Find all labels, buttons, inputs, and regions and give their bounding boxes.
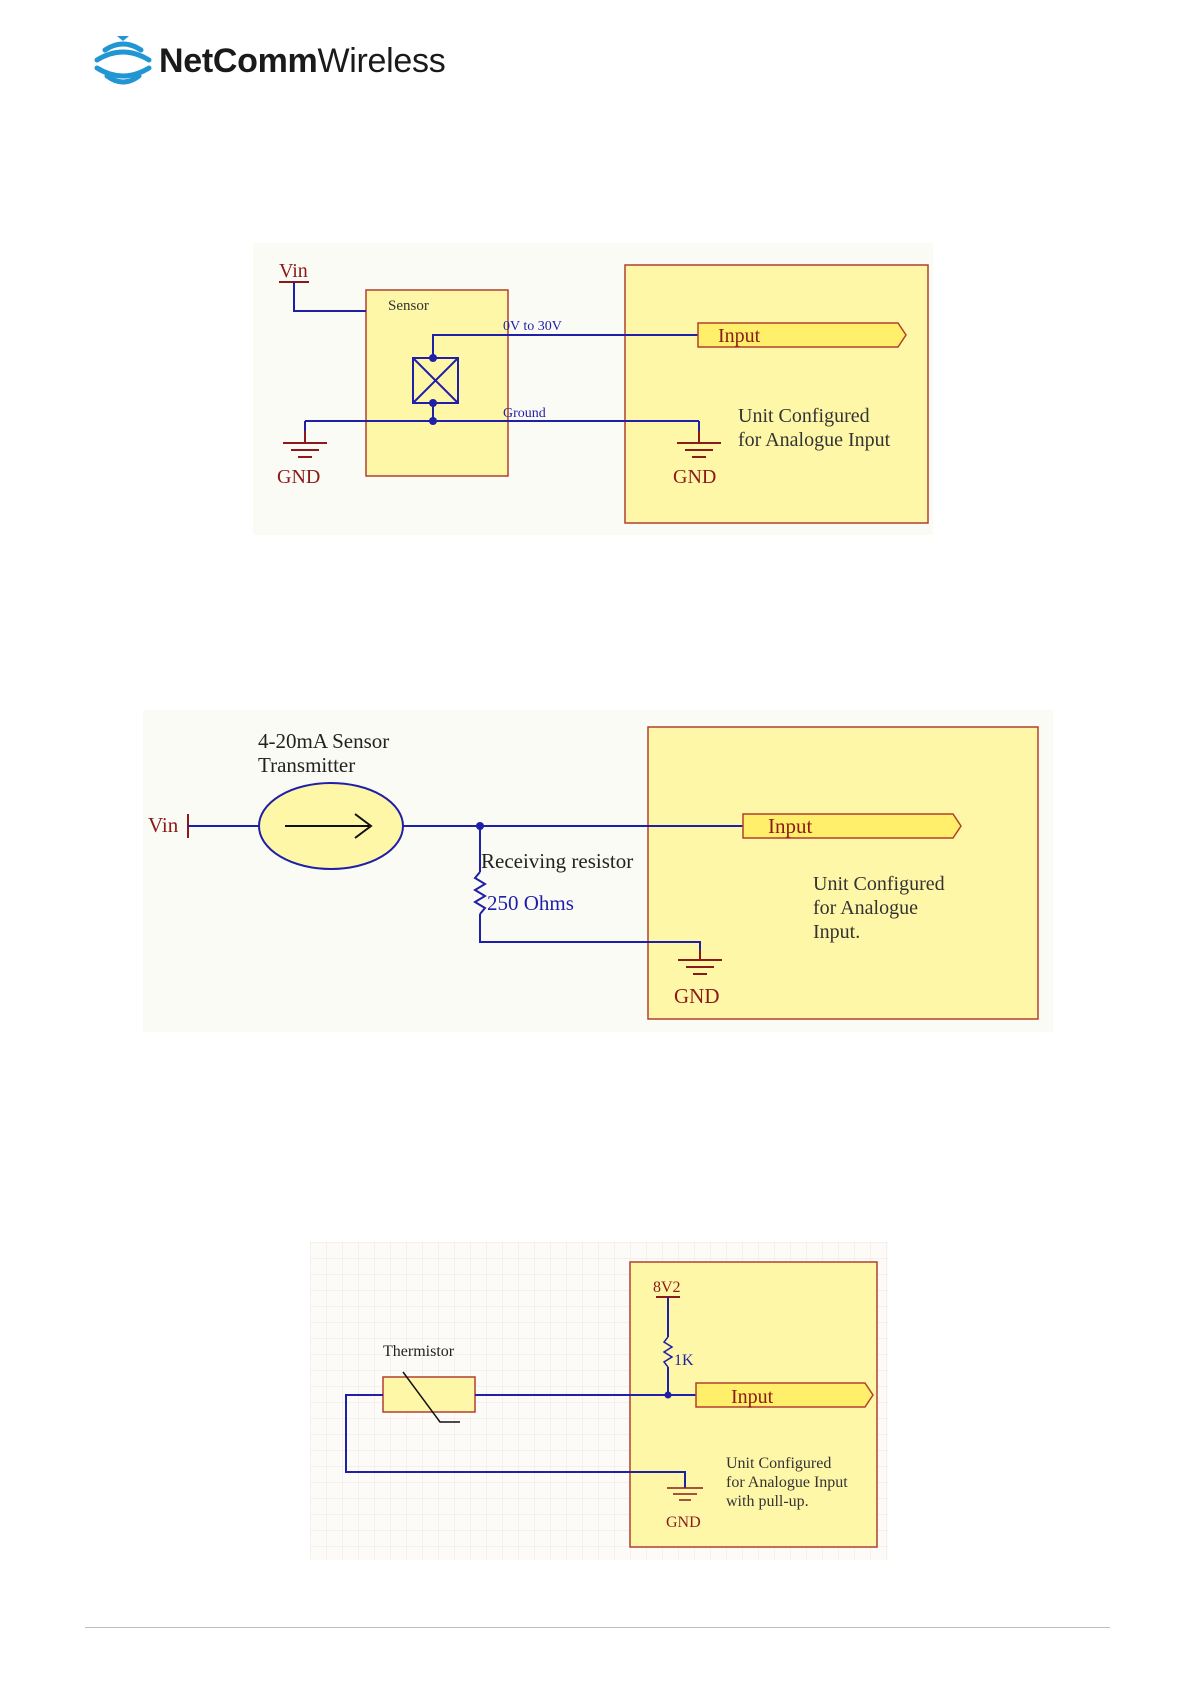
unit-line1: Unit Configured xyxy=(813,873,945,895)
brand-name-bold: NetComm xyxy=(159,42,317,80)
input-port xyxy=(696,1383,873,1407)
signal-label: 0V to 30V xyxy=(503,319,562,334)
gnd-label: GND xyxy=(666,1514,701,1531)
brand-name-regular: Wireless xyxy=(317,42,445,80)
gnd-right-label: GND xyxy=(673,466,716,488)
diagram-current-loop-sensor: 4-20mA Sensor Transmitter Vin Receiving … xyxy=(143,710,1053,1032)
vin-label: Vin xyxy=(279,260,308,282)
ground-label: Ground xyxy=(503,406,546,421)
wifi-arc-logo-icon xyxy=(93,34,153,88)
junction-dot xyxy=(665,1392,672,1399)
input-label: Input xyxy=(731,1386,774,1408)
sensor-title-line1: 4-20mA Sensor xyxy=(258,729,389,753)
unit-line1: Unit Configured xyxy=(726,1455,831,1472)
sensor-label: Sensor xyxy=(388,298,429,314)
diagram-voltage-sensor: Sensor Vin 0V to 30V Ground GND xyxy=(253,243,933,535)
gnd-left-label: GND xyxy=(277,466,320,488)
footer-divider xyxy=(85,1627,1110,1628)
unit-line1: Unit Configured xyxy=(738,405,870,427)
vin-label: Vin xyxy=(148,813,179,837)
input-label: Input xyxy=(718,325,761,347)
unit-line3: with pull-up. xyxy=(726,1493,809,1510)
diagram-thermistor: Thermistor 8V2 1K GND Input Unit Configu… xyxy=(310,1242,888,1560)
unit-line2: for Analogue Input xyxy=(726,1474,848,1491)
resistor-label: Receiving resistor xyxy=(481,849,633,873)
unit-line2: for Analogue xyxy=(813,897,918,919)
netcomm-wireless-logo: NetCommWireless xyxy=(93,34,473,88)
thermistor-label: Thermistor xyxy=(383,1343,455,1360)
resistor-value: 250 Ohms xyxy=(487,891,574,915)
pullup-label: 1K xyxy=(674,1352,694,1369)
gnd-label: GND xyxy=(674,984,720,1008)
unit-line3: Input. xyxy=(813,921,860,943)
supply-label: 8V2 xyxy=(653,1279,681,1296)
input-label: Input xyxy=(768,814,812,838)
sensor-title-line2: Transmitter xyxy=(258,753,355,777)
brand-name: NetCommWireless xyxy=(159,42,445,81)
unit-box xyxy=(625,265,928,523)
unit-line2: for Analogue Input xyxy=(738,429,891,451)
